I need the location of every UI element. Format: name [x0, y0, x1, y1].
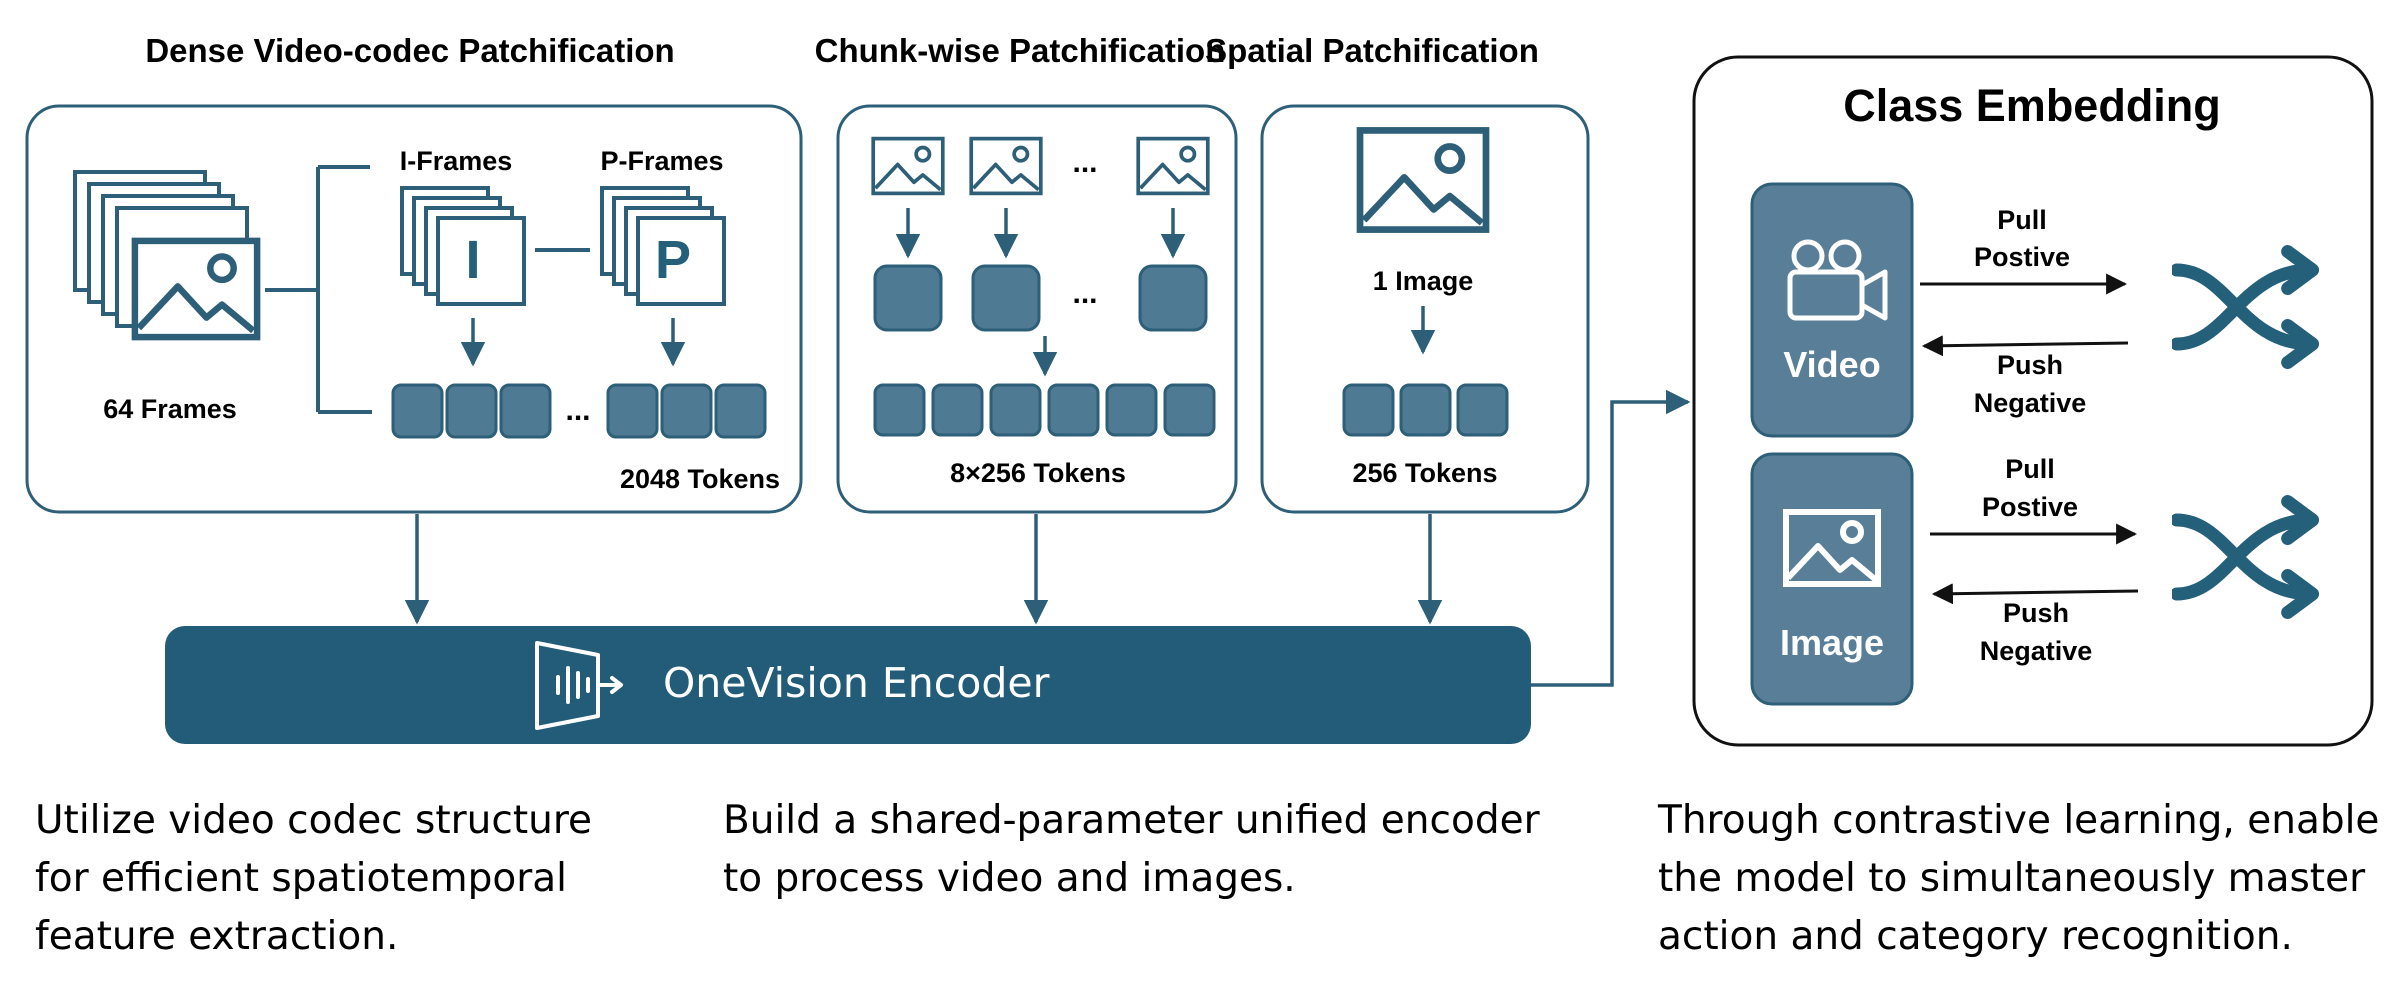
image-pull-label: Pull — [2005, 454, 2055, 484]
frames-count-label: 64 Frames — [103, 394, 237, 424]
i-frames-label: I-Frames — [400, 146, 513, 176]
caption-right: Through contrastive learning, enable the… — [1657, 798, 2379, 959]
spatial-tokens-label: 256 Tokens — [1352, 458, 1497, 488]
spatial-image-label: 1 Image — [1373, 266, 1474, 296]
caption-right-line-2: the model to simultaneously master — [1658, 856, 2366, 901]
dense-token-row — [391, 383, 767, 439]
i-frames-stack — [400, 186, 526, 306]
i-frame-letter: I — [465, 230, 480, 290]
spatial-panel-title: Spatial Patchification — [1205, 32, 1539, 69]
class-embedding-panel: Class Embedding Video Image Pull Postive… — [1692, 55, 2374, 747]
caption-left-line-1: Utilize video codec structure — [35, 798, 592, 843]
image-push-label: Push — [2003, 598, 2069, 628]
caption-middle: Build a shared-parameter unified encoder… — [723, 798, 1541, 901]
image-icon — [971, 139, 1041, 194]
caption-right-line-3: action and category recognition. — [1658, 914, 2293, 959]
class-embedding-title: Class Embedding — [1843, 80, 2221, 131]
p-frames-stack — [600, 186, 726, 306]
video-pull-positive-label: Postive — [1974, 242, 2070, 272]
encoder-label: OneVision Encoder — [663, 659, 1050, 707]
onevision-encoder-block: OneVision Encoder — [165, 626, 1531, 744]
chunk-ellipsis-middle: ... — [1072, 277, 1097, 310]
image-icon — [1138, 139, 1208, 194]
chunk-ellipsis-top: ... — [1072, 146, 1097, 179]
chunk-patchification-panel: Chunk-wise Patchification ... ... 8×256 … — [815, 32, 1238, 514]
encoder-output-arrow — [1531, 389, 1691, 687]
video-camera-icon — [1787, 239, 1888, 321]
spatial-token-row — [1342, 383, 1509, 437]
dense-tokens-label: 2048 Tokens — [620, 464, 780, 494]
chunk-token-row — [873, 383, 1216, 437]
image-card-label: Image — [1780, 622, 1884, 663]
caption-middle-line-2: to process video and images. — [723, 856, 1296, 901]
video-push-negative-label: Negative — [1974, 388, 2087, 418]
spatial-patchification-panel: Spatial Patchification 1 Image 256 Token… — [1205, 32, 1590, 514]
video-card: Video — [1750, 182, 1914, 438]
audio-wave-icon — [535, 641, 623, 730]
caption-left-line-2: for efficient spatiotemporal — [35, 856, 567, 901]
image-icon — [135, 241, 257, 337]
dense-ellipsis: ... — [565, 394, 590, 427]
caption-middle-line-1: Build a shared-parameter unified encoder — [723, 798, 1541, 843]
image-push-negative-label: Negative — [1980, 636, 2093, 666]
image-icon — [1360, 130, 1486, 229]
p-frames-label: P-Frames — [600, 146, 723, 176]
image-icon — [873, 139, 943, 194]
chunk-panel-title: Chunk-wise Patchification — [815, 32, 1226, 69]
encoder-input-arrows — [404, 514, 1443, 625]
video-card-label: Video — [1783, 344, 1880, 385]
dense-patchification-panel: Dense Video-codec Patchification 64 Fram… — [25, 32, 803, 514]
image-pull-positive-label: Postive — [1982, 492, 2078, 522]
dense-panel-title: Dense Video-codec Patchification — [145, 32, 674, 69]
chunk-tokens-label: 8×256 Tokens — [950, 458, 1126, 488]
caption-left: Utilize video codec structure for effici… — [35, 798, 592, 959]
caption-left-line-3: feature extraction. — [35, 914, 398, 959]
chunk-feature-blocks — [873, 264, 1208, 332]
p-frame-letter: P — [655, 230, 691, 290]
image-card: Image — [1750, 452, 1914, 706]
frames-stack-icon — [73, 170, 257, 337]
video-push-label: Push — [1997, 350, 2063, 380]
video-pull-label: Pull — [1997, 205, 2047, 235]
caption-right-line-1: Through contrastive learning, enable — [1657, 798, 2379, 843]
